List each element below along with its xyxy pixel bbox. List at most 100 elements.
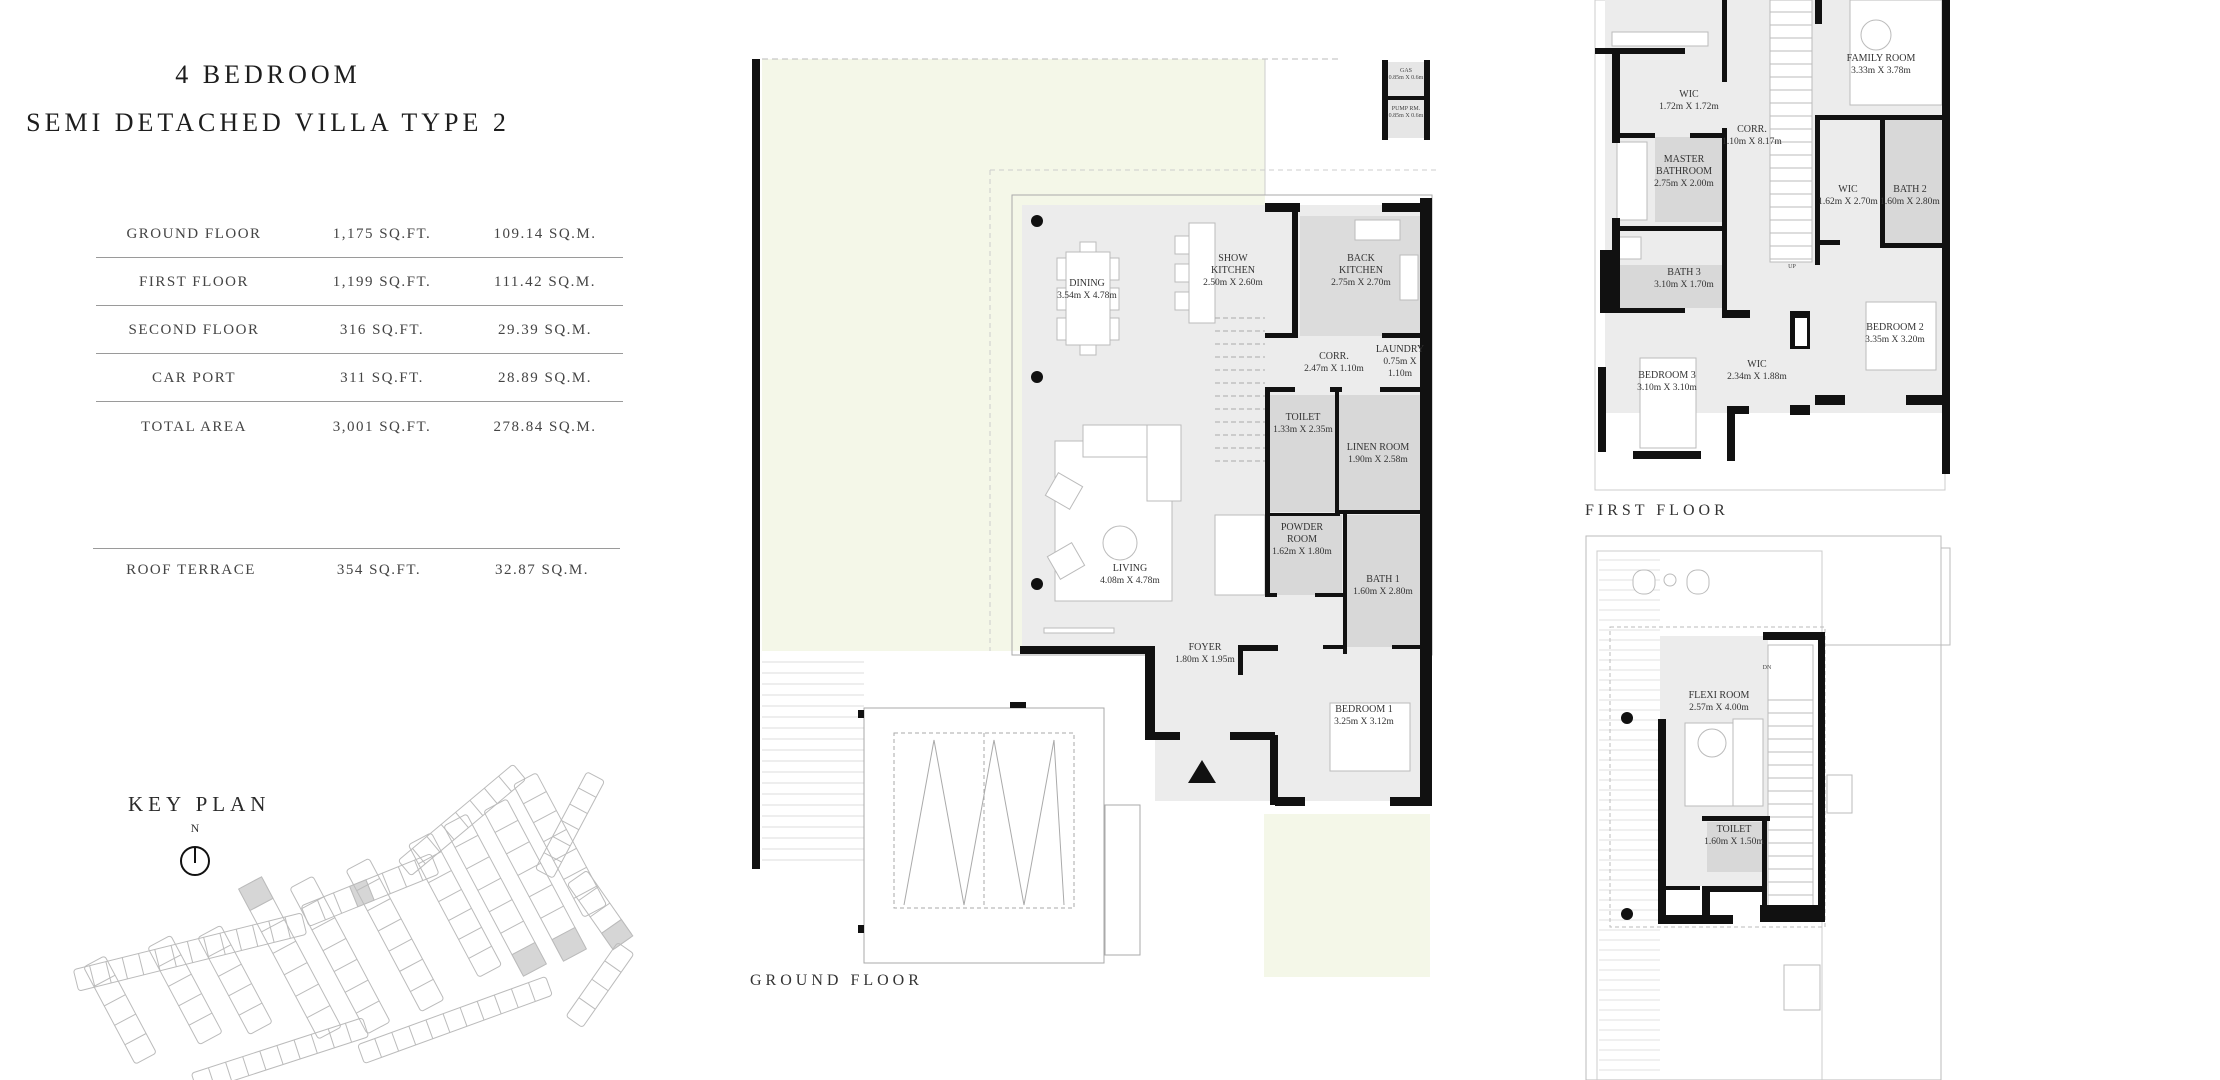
plot-block — [513, 773, 607, 917]
room-name: MASTER — [1664, 154, 1705, 165]
garden-area-front — [1264, 814, 1430, 977]
room-name: PUMP RM. — [1392, 106, 1421, 112]
room-name: BATH 2 — [1893, 184, 1927, 195]
plot-divider — [604, 960, 622, 973]
area-label: GROUND FLOOR — [126, 226, 262, 242]
plot-divider — [333, 958, 358, 972]
plot-divider — [459, 1007, 468, 1027]
plot-divider — [272, 940, 297, 954]
room-label-bath-2: BATH 21.60m X 2.80m — [1880, 184, 1940, 207]
plot-divider — [228, 983, 252, 997]
plot-strip — [535, 772, 605, 878]
bed-1 — [1329, 702, 1411, 772]
plot-divider — [137, 953, 145, 975]
room-dimensions: 2.57m X 4.00m — [1689, 703, 1749, 713]
stair-up-label: UP — [1788, 264, 1796, 270]
area-sqm: 278.84 SQ.M. — [493, 418, 597, 435]
room-dimensions: 1.80m X 1.95m — [1175, 655, 1235, 665]
plot-strip — [346, 858, 444, 1012]
room-name: CORR. — [1737, 124, 1767, 135]
master-bath-floor — [1655, 137, 1722, 222]
plot-strip — [484, 799, 588, 962]
plot-divider — [477, 877, 502, 891]
plot-divider — [506, 841, 530, 855]
plot-strip — [237, 876, 341, 1039]
room-dimensions: 2.50m X 2.60m — [1203, 278, 1263, 288]
plot-divider — [344, 979, 369, 993]
plot-divider — [300, 896, 325, 910]
plot-divider — [322, 938, 347, 952]
plot-divider — [218, 963, 242, 977]
room-dimensions: 2.75m X 2.70m — [1331, 278, 1391, 288]
boundary-wall — [752, 59, 760, 869]
key-plan-label: KEY PLAN — [128, 792, 271, 816]
plot-divider — [355, 1000, 380, 1014]
plot-divider — [476, 1001, 485, 1021]
plot-divider — [425, 1019, 434, 1039]
plot-divider — [426, 836, 441, 853]
plot-divider — [261, 919, 285, 933]
plot-divider — [578, 997, 596, 1010]
plot-divider — [569, 803, 588, 814]
room-name: BEDROOM 2 — [1866, 322, 1924, 333]
plot-divider — [414, 859, 424, 881]
area-row: CAR PORT 311 SQ.FT. 28.89 SQ.M. — [96, 354, 623, 402]
plot-divider — [552, 836, 571, 847]
room-dimensions: 3.54m X 4.78m — [1057, 291, 1117, 301]
plot-block — [566, 943, 634, 1027]
plot-divider — [344, 1023, 353, 1043]
powder-floor — [1270, 515, 1342, 595]
room-dimensions: 2.47m X 1.10m — [1304, 364, 1364, 374]
plot-divider — [105, 961, 112, 984]
plot-strip — [290, 876, 390, 1034]
plot-divider — [168, 973, 192, 987]
area-sqft: 316 SQ.FT. — [339, 322, 425, 338]
first-floor-furniture — [1611, 0, 1943, 449]
room-dimensions: 1.72m X 1.72m — [1659, 102, 1719, 112]
plot-strip — [357, 976, 553, 1064]
room-label-wic-master: WIC 1.72m X 1.72m — [1659, 89, 1719, 112]
plot-divider — [89, 965, 96, 988]
room-dimensions: 0.85m X 0.6m — [1389, 75, 1424, 81]
plot-divider — [170, 945, 177, 967]
room-name: TOILET — [1286, 412, 1321, 423]
area-row: GROUND FLOOR 1,175 SQ.FT. 109.14 SQ.M. — [96, 210, 623, 258]
room-name: ROOM — [1287, 534, 1317, 545]
room-name: WIC — [1679, 89, 1699, 100]
area-sqm: 109.14 SQ.M. — [493, 226, 597, 242]
area-sqft: 311 SQ.FT. — [340, 370, 424, 386]
plot-divider — [311, 917, 336, 931]
plot-divider — [93, 974, 116, 987]
plot-divider — [455, 812, 469, 828]
plot-divider — [543, 828, 567, 843]
toilet-floor — [1270, 395, 1335, 512]
plot-divider — [207, 1067, 216, 1080]
plot-divider — [332, 892, 343, 914]
plot-divider — [327, 1028, 335, 1048]
plot-divider — [252, 924, 259, 947]
plot-strip — [198, 925, 272, 1035]
plot-divider — [377, 918, 402, 932]
area-sqm: 29.39 SQ.M. — [497, 322, 592, 338]
plot-divider — [494, 819, 519, 833]
plot-divider — [374, 1038, 383, 1058]
room-label-bedroom-3: BEDROOM 33.10m X 3.10m — [1637, 370, 1697, 393]
area-label: ROOF TERRACE — [126, 562, 256, 578]
plot-divider — [563, 866, 587, 880]
plot-strip — [84, 956, 156, 1064]
area-table: GROUND FLOOR 1,175 SQ.FT. 109.14 SQ.M. F… — [96, 210, 623, 452]
plot-divider — [578, 787, 597, 798]
plot-divider — [458, 926, 482, 940]
stair-down-label: DN — [1763, 665, 1772, 671]
room-name: CORR. — [1319, 351, 1349, 362]
plot-divider — [121, 957, 128, 980]
room-name: WIC — [1747, 359, 1767, 370]
plot-divider — [225, 1062, 233, 1080]
room-dimensions: 3.10m X 1.70m — [1654, 280, 1714, 290]
plot-divider — [238, 1002, 263, 1016]
